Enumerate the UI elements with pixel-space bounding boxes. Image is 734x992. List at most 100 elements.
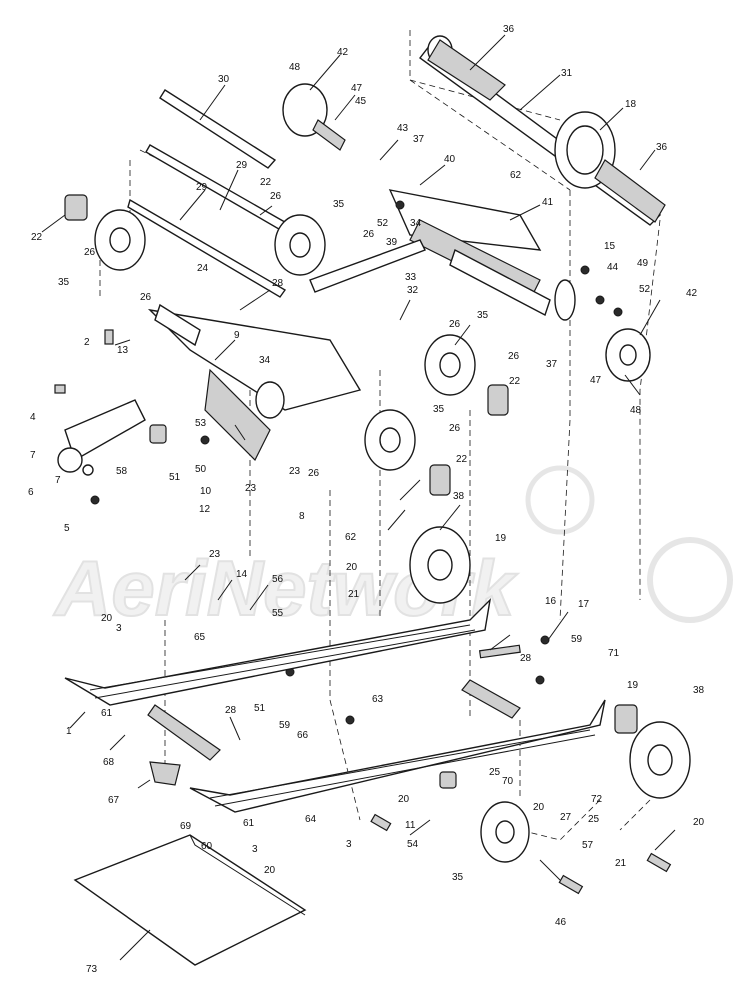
callout-36: 36 [503, 24, 515, 35]
callout-15: 15 [604, 241, 616, 252]
callout-21: 21 [348, 589, 360, 600]
callout-30: 30 [218, 74, 230, 85]
callout-61: 61 [243, 818, 255, 829]
callout-53: 53 [195, 418, 207, 429]
callout-2: 2 [84, 337, 90, 348]
callout-51: 51 [254, 703, 266, 714]
callout-48: 48 [630, 405, 642, 416]
callout-47: 47 [351, 83, 363, 94]
leader-lines [41, 34, 676, 961]
callout-27: 27 [560, 812, 572, 823]
callout-26: 26 [449, 423, 461, 434]
callout-32: 32 [407, 285, 419, 296]
callout-62: 62 [510, 170, 522, 181]
callout-72: 72 [591, 794, 603, 805]
callout-55: 55 [272, 608, 284, 619]
callout-59: 59 [279, 720, 291, 731]
callout-9: 9 [234, 330, 240, 341]
callout-41: 41 [542, 197, 554, 208]
callout-42: 42 [337, 47, 349, 58]
wear-plate [73, 834, 307, 966]
callout-22: 22 [456, 454, 468, 465]
callout-26: 26 [140, 292, 152, 303]
callout-26: 26 [84, 247, 96, 258]
watermark: AeriNetwork [52, 465, 733, 633]
callout-16: 16 [545, 596, 557, 607]
callout-51: 51 [169, 472, 181, 483]
idler-wheels [64, 194, 691, 863]
callout-61: 61 [101, 708, 113, 719]
callout-33: 33 [405, 272, 417, 283]
callout-40: 40 [444, 154, 456, 165]
callout-5: 5 [64, 523, 70, 534]
callout-22: 22 [260, 177, 272, 188]
callout-68: 68 [103, 757, 115, 768]
callout-31: 31 [561, 68, 573, 79]
callout-3: 3 [252, 844, 258, 855]
callout-20: 20 [346, 562, 358, 573]
front-arm-assembly [57, 303, 362, 473]
callout-35: 35 [58, 277, 70, 288]
callout-29: 29 [236, 160, 248, 171]
callout-24: 24 [197, 263, 209, 274]
callout-22: 22 [31, 232, 43, 243]
callout-36: 36 [656, 142, 668, 153]
callout-50: 50 [195, 464, 207, 475]
callout-6: 6 [28, 487, 34, 498]
callout-70: 70 [502, 776, 514, 787]
callout-25: 25 [588, 814, 600, 825]
callout-47: 47 [590, 375, 602, 386]
callout-54: 54 [407, 839, 419, 850]
callout-52: 52 [377, 218, 389, 229]
callout-66: 66 [297, 730, 309, 741]
slide-rails [64, 597, 606, 813]
callout-26: 26 [308, 468, 320, 479]
callout-35: 35 [433, 404, 445, 415]
callout-23: 23 [289, 466, 301, 477]
callout-28: 28 [225, 705, 237, 716]
callout-28: 28 [520, 653, 532, 664]
callout-29: 29 [196, 182, 208, 193]
callout-38: 38 [453, 491, 465, 502]
callout-20: 20 [398, 794, 410, 805]
callout-28: 28 [272, 278, 284, 289]
callout-46: 46 [555, 917, 567, 928]
callout-71: 71 [608, 648, 620, 659]
callout-62: 62 [345, 532, 357, 543]
callout-48: 48 [289, 62, 301, 73]
callout-20: 20 [533, 802, 545, 813]
callout-56: 56 [272, 574, 284, 585]
callout-64: 64 [305, 814, 317, 825]
callout-45: 45 [355, 96, 367, 107]
callout-59: 59 [571, 634, 583, 645]
callout-34: 34 [259, 355, 271, 366]
callout-26: 26 [449, 319, 461, 330]
callout-52: 52 [639, 284, 651, 295]
callout-34: 34 [410, 218, 422, 229]
callout-69: 69 [180, 821, 192, 832]
callout-35: 35 [452, 872, 464, 883]
callout-35: 35 [333, 199, 345, 210]
upper-pivot-assembly [127, 83, 576, 321]
callout-39: 39 [386, 237, 398, 248]
callout-37: 37 [546, 359, 558, 370]
callout-21: 21 [615, 858, 627, 869]
callout-7: 7 [55, 475, 61, 486]
callout-57: 57 [582, 840, 594, 851]
callout-19: 19 [495, 533, 507, 544]
callout-1: 1 [66, 726, 72, 737]
callout-65: 65 [194, 632, 206, 643]
callout-12: 12 [199, 504, 211, 515]
callout-11: 11 [405, 820, 416, 831]
callout-49: 49 [637, 258, 649, 269]
rear-shaft-assembly [419, 35, 666, 226]
callout-67: 67 [108, 795, 120, 806]
callout-23: 23 [245, 483, 257, 494]
callout-44: 44 [607, 262, 619, 273]
callout-25: 25 [489, 767, 501, 778]
callout-23: 23 [209, 549, 221, 560]
callout-20: 20 [264, 865, 276, 876]
callout-3: 3 [116, 623, 122, 634]
callout-43: 43 [397, 123, 409, 134]
callout-20: 20 [101, 613, 113, 624]
